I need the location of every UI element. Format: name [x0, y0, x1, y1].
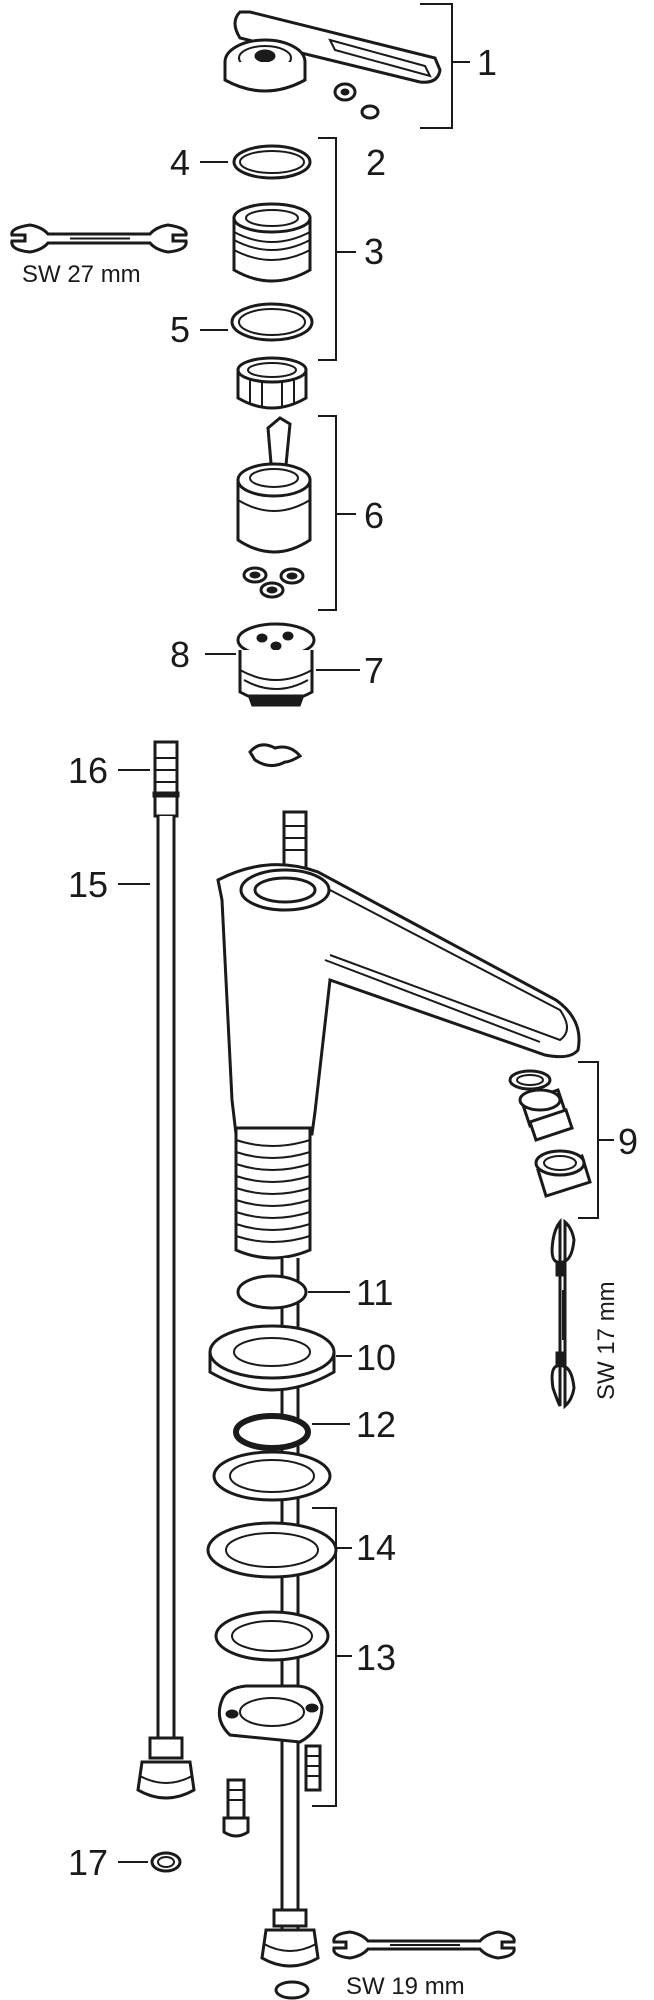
callout-8: 8: [170, 634, 190, 675]
part-9-aerator: [508, 1069, 592, 1198]
callout-14: 14: [356, 1527, 396, 1568]
bracket-1: [420, 3, 453, 129]
part-17-washer: [150, 1851, 182, 1873]
callout-12: 12: [356, 1404, 396, 1445]
part-6-cartridge: [236, 416, 312, 599]
callout-15: 15: [68, 864, 108, 905]
part-15-supply-hose: [136, 740, 196, 1800]
part-13-mounting-set: [214, 1610, 330, 1838]
callout-16: 16: [68, 750, 108, 791]
wrench-sw17-label: SW 17 mm: [593, 1281, 620, 1400]
callout-4: 4: [170, 142, 190, 183]
part-14-washer: [206, 1521, 338, 1579]
callout-5: 5: [170, 309, 190, 350]
callout-9: 9: [618, 1121, 638, 1162]
retaining-clip: [248, 743, 303, 767]
part-3-threaded-nut: [232, 202, 312, 283]
callout-13: 13: [356, 1637, 396, 1678]
bracket-6: [318, 415, 337, 611]
callout-6: 6: [364, 495, 384, 536]
callout-3: 3: [364, 231, 384, 272]
callout-10: 10: [356, 1337, 396, 1378]
wrench-sw19-label: SW 19 mm: [346, 1973, 465, 2000]
bottom-washer: [274, 1980, 310, 2000]
wrench-sw27-icon: [10, 223, 188, 254]
wrench-sw17-icon: [550, 1217, 576, 1410]
callout-1: 1: [477, 42, 497, 83]
part-10-base-washer: [208, 1324, 336, 1392]
bracket-2-5: [318, 137, 337, 361]
part-5-o-ring: [230, 302, 314, 342]
flat-washer: [212, 1450, 332, 1502]
callout-11: 11: [356, 1272, 393, 1313]
part-7-8-diverter: [236, 622, 316, 707]
wrench-sw19-icon: [332, 1930, 516, 1960]
part-11-ring: [236, 1274, 308, 1310]
callout-7: 7: [364, 650, 384, 691]
spacer-ring: [236, 356, 308, 410]
callout-2: 2: [366, 142, 386, 183]
callout-17: 17: [68, 1842, 108, 1883]
part-1-handle: [223, 10, 442, 120]
part-12-o-ring: [233, 1413, 311, 1451]
wrench-sw27-label: SW 27 mm: [22, 261, 141, 288]
bracket-9: [578, 1061, 599, 1219]
